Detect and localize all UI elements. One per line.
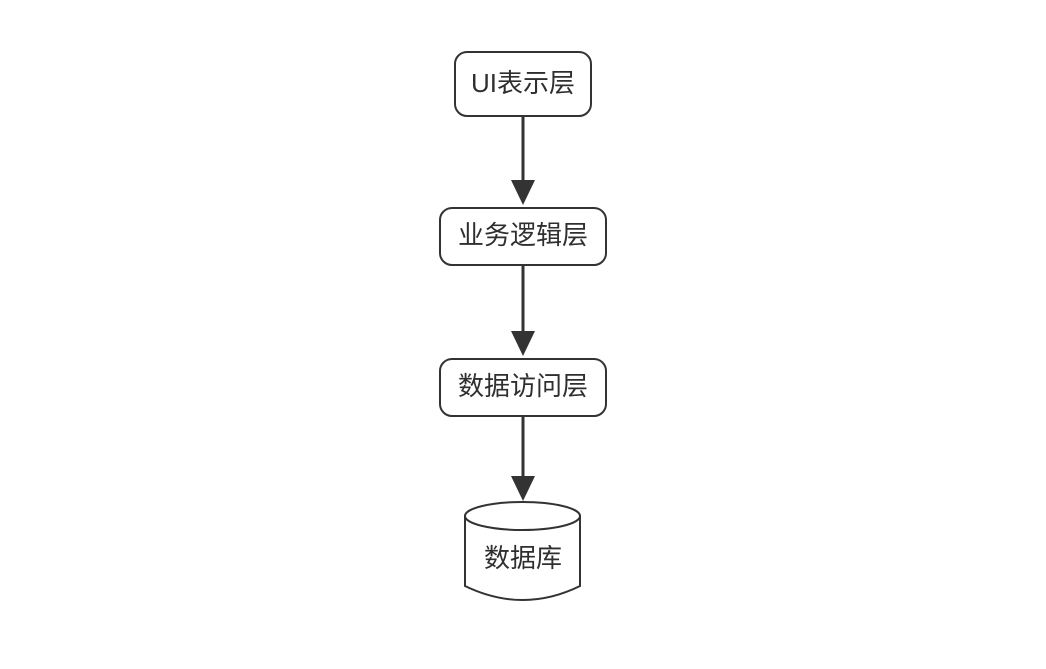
node-database-label: 数据库 — [484, 543, 562, 573]
node-business-logic-layer-shape[interactable] — [439, 207, 607, 266]
edge-data-access-to-database — [511, 416, 535, 501]
node-data-access-layer-shape[interactable] — [439, 358, 607, 417]
node-data-access-layer-label: 数据访问层 — [458, 371, 588, 401]
node-database[interactable]: 数据库 — [464, 501, 581, 601]
node-data-access-layer[interactable]: 数据访问层 — [439, 358, 607, 417]
node-ui-layer[interactable]: UI表示层 — [454, 51, 592, 117]
node-business-logic-layer-label: 业务逻辑层 — [458, 220, 588, 250]
arrowhead-data-access-to-database — [511, 476, 535, 501]
database-cylinder-body[interactable] — [464, 515, 581, 601]
edge-business-to-data-access — [511, 265, 535, 356]
edge-ui-to-business — [511, 116, 535, 205]
arrowhead-ui-to-business — [511, 180, 535, 205]
node-business-logic-layer[interactable]: 业务逻辑层 — [439, 207, 607, 266]
arrowhead-business-to-data-access — [511, 331, 535, 356]
node-ui-layer-shape[interactable] — [454, 51, 592, 117]
node-ui-layer-label: UI表示层 — [471, 68, 575, 98]
database-cylinder-top[interactable] — [464, 501, 581, 531]
